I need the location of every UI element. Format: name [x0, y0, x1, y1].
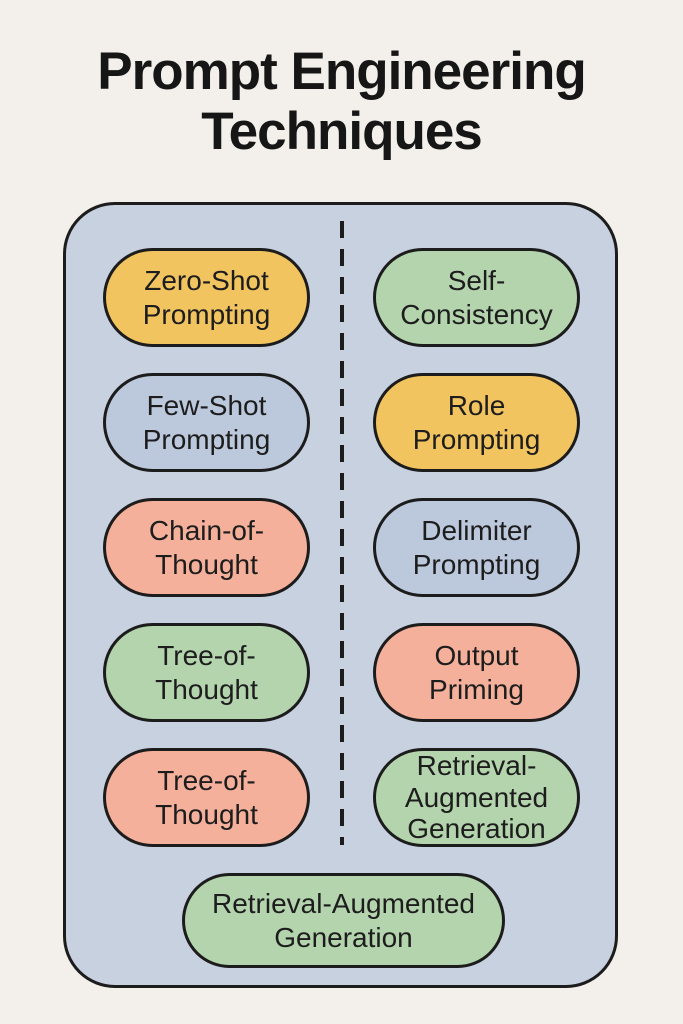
pill-label-line: Role	[447, 390, 506, 422]
page-title-line1: Prompt Engineering	[97, 42, 586, 101]
left-column: Zero-Shot Prompting Few-Shot Prompting C…	[103, 248, 310, 847]
pill-label-line: Prompting	[412, 423, 541, 455]
right-column: Self- Consistency Role Prompting Delimit…	[373, 248, 580, 847]
pill-label-line: Tree-of-	[157, 640, 256, 672]
pill-self-consistency: Self- Consistency	[373, 248, 580, 347]
pill-label-line: Tree-of-	[157, 765, 256, 797]
pill-label-line: Retrieval-	[416, 750, 537, 782]
page-title: Prompt Engineering Techniques	[0, 42, 683, 162]
pill-retrieval-augmented-generation-bottom: Retrieval-Augmented Generation	[182, 873, 505, 968]
pill-label-line: Chain-of-	[148, 515, 265, 547]
pill-label-line: Retrieval-Augmented	[211, 888, 476, 920]
pill-label-line: Few-Shot	[146, 390, 267, 422]
page-title-line2: Techniques	[201, 101, 483, 161]
pill-few-shot-prompting: Few-Shot Prompting	[103, 373, 310, 472]
column-divider-dashed-line	[340, 221, 344, 845]
pill-label-line: Augmented	[404, 781, 549, 813]
pill-label-line: Thought	[155, 673, 258, 705]
pill-output-priming: Output Priming	[373, 623, 580, 722]
pill-label-line: Zero-Shot	[144, 265, 269, 297]
pill-retrieval-augmented-generation-right: Retrieval- Augmented Generation	[373, 748, 580, 847]
pill-label-line: Prompting	[142, 298, 271, 330]
pill-label-line: Thought	[155, 798, 258, 830]
pill-label-line: Output	[434, 640, 519, 672]
pill-label-line: Consistency	[400, 298, 553, 330]
pill-chain-of-thought: Chain-of- Thought	[103, 498, 310, 597]
pill-label-line: Self-	[447, 265, 506, 297]
pill-tree-of-thought-green: Tree-of- Thought	[103, 623, 310, 722]
pill-label-line: Generation	[274, 921, 413, 953]
pill-label-line: Delimiter	[421, 515, 532, 547]
pill-label-line: Prompting	[142, 423, 271, 455]
pill-label-line: Prompting	[412, 548, 541, 580]
pill-tree-of-thought-salmon: Tree-of- Thought	[103, 748, 310, 847]
techniques-panel: Zero-Shot Prompting Few-Shot Prompting C…	[63, 202, 618, 988]
pill-label-line: Generation	[407, 813, 546, 845]
pill-role-prompting: Role Prompting	[373, 373, 580, 472]
pill-label-line: Thought	[155, 548, 258, 580]
pill-delimiter-prompting: Delimiter Prompting	[373, 498, 580, 597]
pill-zero-shot-prompting: Zero-Shot Prompting	[103, 248, 310, 347]
pill-label-line: Priming	[429, 673, 524, 705]
